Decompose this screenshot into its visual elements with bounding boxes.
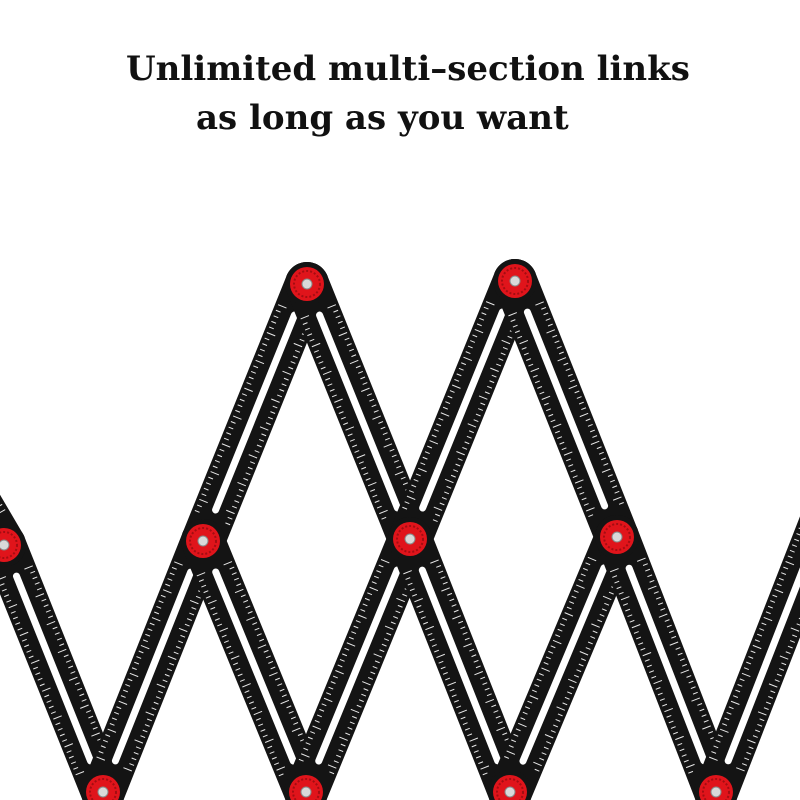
ruler-arm [0, 523, 125, 800]
ruler-arm [181, 519, 329, 800]
ruler-arm [493, 259, 639, 560]
red-pivot-knob-icon [81, 770, 125, 800]
red-pivot-knob-icon [694, 770, 738, 800]
ruler-arm [595, 515, 739, 800]
ruler-arm [487, 515, 639, 800]
ruler-arm [388, 517, 532, 800]
red-pivot-knob-icon [595, 515, 639, 559]
red-pivot-knob-icon [181, 519, 225, 563]
red-pivot-knob-icon [0, 523, 26, 567]
ruler-arms [0, 259, 800, 800]
red-pivot-knob-icon [388, 517, 432, 561]
red-pivot-knob-icon [284, 770, 328, 800]
ruler-arm [387, 259, 537, 562]
ruler-arm [180, 262, 329, 564]
red-pivot-knob-icon [488, 770, 532, 800]
headline-line-1: Unlimited multi–section links [126, 49, 690, 89]
ruler-arm [694, 478, 800, 800]
pivot-knobs [0, 259, 738, 800]
red-pivot-knob-icon [285, 262, 329, 306]
headline-line-2: as long as you want [196, 98, 569, 138]
ruler-arm [284, 517, 432, 800]
ruler-arm [80, 519, 225, 800]
red-pivot-knob-icon [493, 259, 537, 303]
